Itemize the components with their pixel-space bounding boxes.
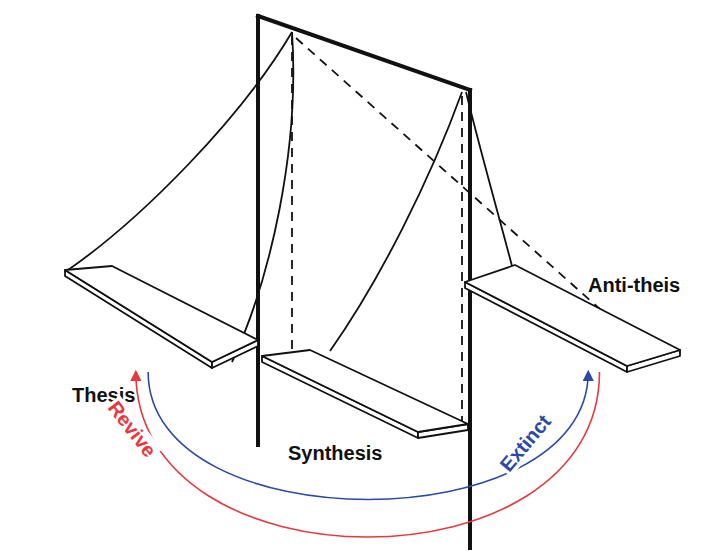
dashed-string (461, 96, 463, 424)
book-spine (256, 16, 260, 445)
suspension-string (466, 92, 512, 266)
page-label: Synthesis (288, 442, 382, 464)
suspension-string (330, 92, 462, 351)
book-page: Thesis (60, 262, 265, 372)
page-slab (258, 346, 472, 438)
page-face (262, 350, 468, 432)
suspension-string (232, 32, 293, 362)
arc-label: Extinct (494, 409, 556, 477)
page-slab (60, 262, 265, 372)
book-page: Anti-theis (460, 262, 685, 372)
book-top-edge (258, 16, 470, 90)
page-label: Anti-theis (588, 274, 680, 296)
book-page: Synthesis (258, 346, 472, 438)
page-face (465, 265, 680, 366)
page-face (65, 266, 258, 362)
dashed-string (291, 36, 293, 352)
book-spine (468, 90, 472, 548)
